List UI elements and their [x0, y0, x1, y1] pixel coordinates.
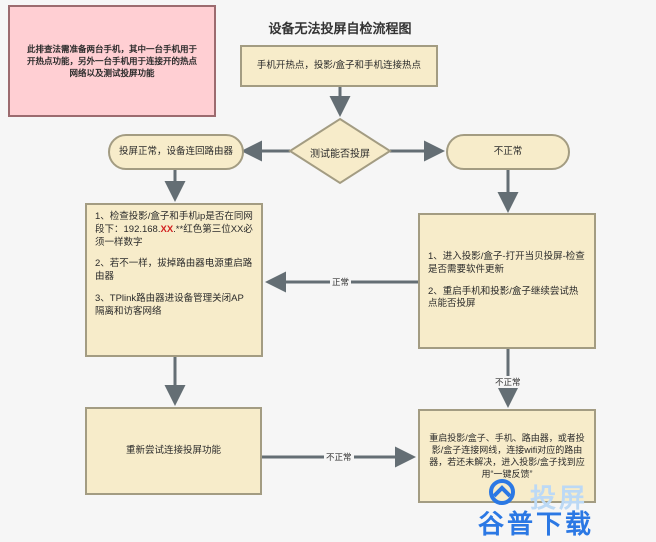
right-check-item-2: 2、重启手机和投影/盒子继续尝试热点能否投屏	[428, 285, 579, 310]
prerequisite-note: 此排查法需准备两台手机，其中一台手机用于开热点功能，另外一台手机用于连接开的热点…	[8, 5, 216, 117]
start-node: 手机开热点，投影/盒子和手机连接热点	[240, 45, 438, 87]
site-watermark: 投屏 谷普下载	[478, 478, 648, 539]
watermark-top-text: 投屏	[530, 483, 589, 513]
edge-label-normal: 正常	[330, 276, 352, 288]
left-check-node: 1、检查投影/盒子和手机ip是否在同网段下：192.168.XX.**红色第三位…	[85, 203, 263, 357]
right-fail-node: 不正常	[446, 134, 570, 170]
left-check-item-1: 1、检查投影/盒子和手机ip是否在同网段下：192.168.XX.**红色第三位…	[95, 211, 253, 248]
left-ok-node: 投屏正常，设备连回路由器	[108, 134, 244, 170]
decision-label: 测试能否投屏	[310, 148, 370, 160]
decision-diamond	[288, 117, 392, 185]
left-check-item-2: 2、若不一样，拔掉路由器电源重启路由器	[95, 258, 253, 283]
diagram-title: 设备无法投屏自检流程图	[268, 21, 412, 36]
final-node: 重启投影/盒子、手机、路由器，或者投影/盒子连接网线，连接wifi对应的路由器，…	[418, 409, 596, 503]
watermark-bottom-text: 谷普下载	[478, 509, 595, 539]
ip-highlight: XX	[160, 223, 174, 235]
retry-node: 重新尝试连接投屏功能	[85, 407, 262, 495]
right-check-item-1: 1、进入投影/盒子-打开当贝投屏-检查是否需要软件更新	[428, 251, 585, 275]
watermark-logo-icon	[489, 479, 515, 505]
edge-label-abnormal-right: 不正常	[324, 451, 354, 463]
left-check-item-3: 3、TPlink路由器进设备管理关闭AP隔离和访客网络	[95, 293, 244, 317]
edge-label-abnormal-down: 不正常	[493, 376, 523, 388]
right-check-node: 1、进入投影/盒子-打开当贝投屏-检查是否需要软件更新 2、重启手机和投影/盒子…	[418, 213, 596, 349]
